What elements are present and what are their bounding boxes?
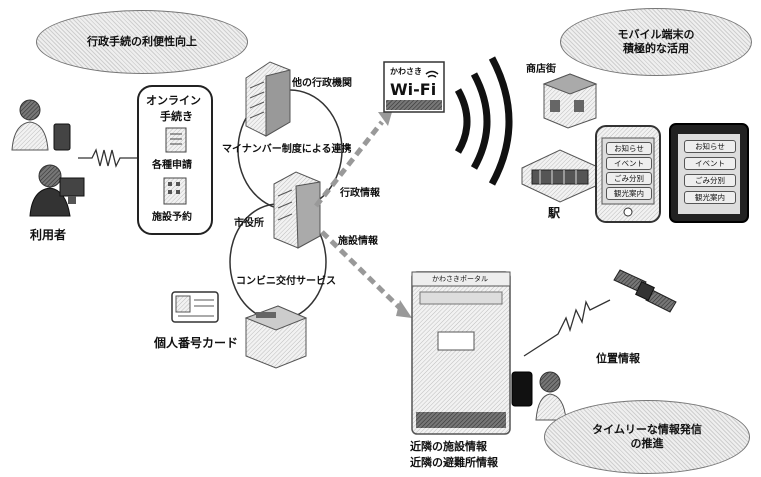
arrow-admin-info (314, 120, 384, 208)
city-hall-building-icon (273, 171, 321, 249)
label-location-info: 位置情報 (596, 352, 640, 365)
online-procedure-box (137, 85, 213, 235)
user-icon (11, 99, 85, 217)
satellite-icon (613, 269, 677, 313)
online-item-application: 各種申請 (152, 160, 192, 171)
portal-phone-screen (411, 271, 511, 435)
tablet-button-news[interactable]: お知らせ (684, 140, 736, 153)
label-convenience-service: コンビニ交付サービス (236, 276, 336, 287)
online-item-reservation: 施設予約 (152, 212, 192, 223)
label-user: 利用者 (30, 228, 67, 242)
connection-zigzag-user (78, 148, 140, 168)
online-title-2: 手続き (160, 110, 193, 123)
bubble-mobile-text-1: モバイル端末の (617, 28, 695, 42)
label-nearby-shelter: 近隣の避難所情報 (410, 456, 498, 469)
phone-button-garbage[interactable]: ごみ分別 (606, 172, 652, 185)
wifi-top-text: かわさき (390, 67, 422, 76)
online-title-1: オンライン (146, 94, 201, 107)
person-with-phone-icon (511, 371, 567, 421)
my-number-card-icon (171, 291, 219, 323)
document-icon (165, 127, 187, 153)
label-other-agency: 他の行政機関 (292, 78, 352, 89)
other-agency-building-icon (245, 61, 291, 137)
wifi-main-text: Wi-Fi (390, 80, 437, 99)
connection-zigzag-gps (523, 299, 611, 357)
label-nearby-facility: 近隣の施設情報 (410, 440, 487, 453)
bubble-timely-text-1: タイムリーな情報発信 (592, 423, 702, 437)
bubble-mobile-text-2: 積極的な活用 (623, 42, 689, 55)
label-city-hall: 市役所 (234, 218, 264, 229)
shopping-street-building-icon (542, 73, 598, 129)
phone-button-tourism[interactable]: 観光案内 (606, 187, 652, 200)
tablet-button-tourism[interactable]: 観光案内 (684, 191, 736, 204)
bubble-convenience: 行政手続の利便性向上 (36, 10, 248, 74)
portal-title: かわさきポータル (432, 275, 488, 283)
facility-building-icon (163, 177, 187, 205)
tablet-button-garbage[interactable]: ごみ分別 (684, 174, 736, 187)
label-facility-info: 施設情報 (338, 236, 378, 247)
phone-button-news[interactable]: お知らせ (606, 142, 652, 155)
arrow-facility-info (320, 230, 406, 314)
bubble-convenience-text: 行政手続の利便性向上 (87, 35, 197, 49)
tablet-button-events[interactable]: イベント (684, 157, 736, 170)
kiosk-printer-icon (244, 305, 308, 369)
bubble-timely-text-2: の推進 (630, 437, 664, 450)
phone-button-events[interactable]: イベント (606, 157, 652, 170)
label-shopping-street: 商店街 (526, 64, 556, 75)
bubble-mobile: モバイル端末の 積極的な活用 (560, 8, 752, 76)
wifi-signal-waves (454, 56, 513, 186)
label-station: 駅 (548, 206, 561, 220)
tablet-device (669, 123, 749, 223)
station-building-icon (521, 149, 601, 203)
label-my-number-card: 個人番号カード (154, 336, 239, 350)
label-mynumber-link: マイナンバー制度による連携 (222, 144, 352, 155)
bubble-timely: タイムリーな情報発信 の推進 (544, 400, 750, 474)
label-admin-info: 行政情報 (340, 188, 380, 199)
wifi-logo (383, 61, 445, 113)
